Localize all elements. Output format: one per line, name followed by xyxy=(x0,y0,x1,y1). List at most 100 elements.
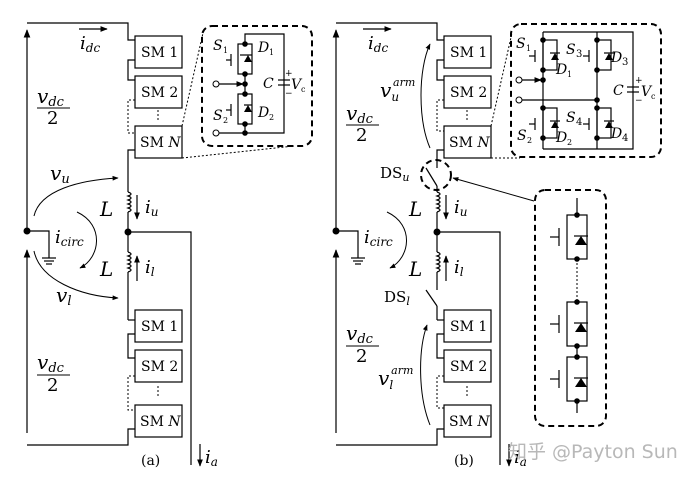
iu-label: iu xyxy=(145,197,159,219)
caption-b: (b) xyxy=(454,453,474,469)
vl-arm-arrow xyxy=(420,324,431,426)
bottom-dc-rail xyxy=(27,428,135,446)
svg-text:4: 4 xyxy=(622,133,628,144)
svg-text:C: C xyxy=(263,76,274,92)
lower-sm1-label: SM 1 xyxy=(141,319,178,335)
vu-arrow xyxy=(33,175,119,217)
svg-text:il: il xyxy=(454,257,464,279)
b-upper-sm2-box xyxy=(443,75,492,109)
dsl-label: DSl xyxy=(384,288,410,308)
upper-sm2-box xyxy=(134,75,183,109)
upper-vdc-half-den: 2 xyxy=(47,108,58,129)
svg-text:2: 2 xyxy=(356,346,367,367)
watermark: 知乎 @Payton Sun xyxy=(508,441,678,463)
svg-text:2: 2 xyxy=(223,116,228,125)
ac-output-line xyxy=(128,231,192,465)
svg-text:2: 2 xyxy=(356,125,367,146)
icirc-arrow xyxy=(76,211,97,269)
svg-text:1: 1 xyxy=(567,70,572,79)
svg-text:−: − xyxy=(285,89,293,99)
upper-smN-box xyxy=(134,125,183,159)
svg-text:S: S xyxy=(566,42,576,58)
panel-b: idc SM 1 SM 2 SM N vuarm DSu L iu ia xyxy=(332,22,662,469)
svg-text:S: S xyxy=(213,108,223,124)
svg-text:vdc: vdc xyxy=(346,321,374,347)
svg-text:idc: idc xyxy=(368,33,388,55)
svg-text:4: 4 xyxy=(576,117,582,128)
lower-sm2-box xyxy=(134,349,183,383)
caption-a: (a) xyxy=(141,453,160,469)
svg-text:L: L xyxy=(408,197,422,221)
svg-text:+: + xyxy=(285,69,293,79)
vu-arm-label: vuarm xyxy=(380,76,415,104)
top-dc-rail xyxy=(27,22,135,41)
lower-inductor xyxy=(126,251,132,273)
svg-text:L: L xyxy=(408,257,422,281)
svg-text:iu: iu xyxy=(454,197,468,219)
svg-text:S: S xyxy=(213,38,223,54)
vl-arm-label: vlarm xyxy=(378,364,413,392)
svg-text:D: D xyxy=(555,62,567,78)
upper-sm1-box xyxy=(134,35,183,69)
switch-stack-detail xyxy=(534,189,607,427)
svg-text:SM N: SM N xyxy=(449,135,490,151)
dsl-switch xyxy=(425,289,438,307)
svg-text:+: + xyxy=(635,76,643,86)
upper-inductor-label: L xyxy=(99,197,113,221)
lower-sm2-label: SM 2 xyxy=(141,359,178,375)
svg-text:D: D xyxy=(610,50,622,66)
vl-arrow xyxy=(33,250,119,301)
lower-vdc-half-label: vdc xyxy=(37,350,65,376)
svg-text:V: V xyxy=(291,77,303,93)
lower-vdc-half-den: 2 xyxy=(47,375,58,396)
idc-label: idc xyxy=(80,33,100,55)
svg-text:D: D xyxy=(610,126,622,142)
vu-arm-arrow xyxy=(420,43,431,149)
panel-a: idc SM 1 SM 2 SM N L iu ia L il xyxy=(23,22,313,469)
upper-sm2-label: SM 2 xyxy=(141,85,178,101)
svg-text:2: 2 xyxy=(567,138,572,147)
svg-text:SM 1: SM 1 xyxy=(450,45,487,61)
dsu-switch xyxy=(425,167,438,187)
lower-smN-box xyxy=(134,404,183,438)
il-label: il xyxy=(145,257,155,279)
svg-text:c: c xyxy=(651,92,656,101)
dsu-label: DSu xyxy=(380,164,409,184)
svg-text:2: 2 xyxy=(527,136,532,145)
svg-text:3: 3 xyxy=(622,57,628,68)
upper-sm1-label: SM 1 xyxy=(141,45,178,61)
dsu-highlight-circle xyxy=(420,159,452,191)
svg-text:SM 2: SM 2 xyxy=(450,85,487,101)
svg-text:S: S xyxy=(566,110,576,126)
vl-label: vl xyxy=(56,283,71,309)
svg-text:2: 2 xyxy=(269,113,274,122)
lower-smN-label: SM N xyxy=(140,414,181,430)
lower-inductor-label: L xyxy=(99,257,113,281)
upper-inductor xyxy=(126,191,132,213)
svg-text:1: 1 xyxy=(269,48,274,57)
svg-text:C: C xyxy=(613,83,624,99)
svg-text:1: 1 xyxy=(223,46,228,55)
svg-text:ia: ia xyxy=(514,447,527,469)
b-upper-smN-box xyxy=(443,125,492,159)
svg-text:c: c xyxy=(301,85,306,94)
lower-sm1-box xyxy=(134,309,183,343)
svg-text:SM 2: SM 2 xyxy=(450,359,487,375)
svg-text:−: − xyxy=(635,96,643,106)
svg-text:1: 1 xyxy=(526,44,531,53)
svg-text:D: D xyxy=(555,130,567,146)
vu-label: vu xyxy=(50,161,70,187)
b-upper-sm1-box xyxy=(443,35,492,69)
svg-text:3: 3 xyxy=(576,49,582,60)
svg-text:icirc: icirc xyxy=(364,227,393,249)
icirc-label: icirc xyxy=(55,227,84,249)
svg-text:S: S xyxy=(517,128,527,144)
ia-label: ia xyxy=(205,447,218,469)
upper-smN-label: SM N xyxy=(140,135,181,151)
svg-text:D: D xyxy=(257,40,269,56)
switch-detail-pointer xyxy=(452,177,535,202)
svg-text:SM N: SM N xyxy=(449,414,490,430)
